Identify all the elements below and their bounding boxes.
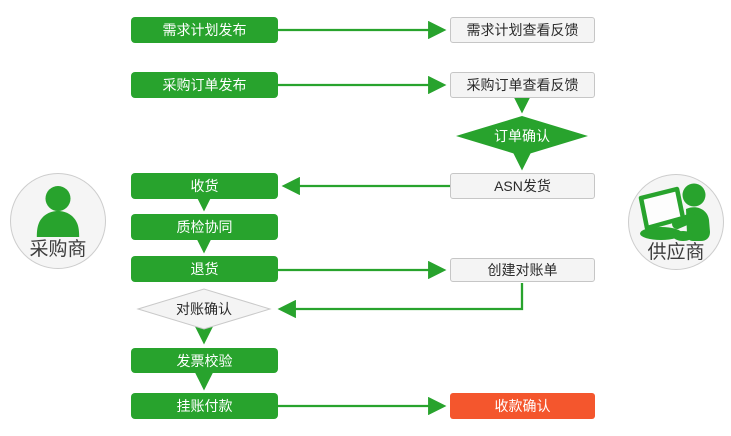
arrow-statement-to-reconcile xyxy=(277,283,524,319)
node-receipt-confirm: 收款确认 xyxy=(450,393,595,419)
node-payment: 挂账付款 xyxy=(131,393,278,419)
person-icon xyxy=(34,186,82,238)
node-asn-ship: ASN发货 xyxy=(450,173,595,199)
node-receive-goods: 收货 xyxy=(131,173,278,199)
node-demand-plan-feedback: 需求计划查看反馈 xyxy=(450,17,595,43)
order-confirm-label: 订单确认 xyxy=(494,128,550,144)
node-po-feedback: 采购订单查看反馈 xyxy=(450,72,595,98)
supplier-label: 供应商 xyxy=(647,242,705,263)
node-quality-check: 质检协同 xyxy=(131,214,278,240)
buyer-label: 采购商 xyxy=(29,239,87,260)
supplier-actor: 供应商 xyxy=(628,174,724,270)
buyer-actor: 采购商 xyxy=(10,173,106,269)
node-create-statement: 创建对账单 xyxy=(450,258,595,282)
reconcile-confirm-diamond xyxy=(136,288,272,330)
node-invoice-verify: 发票校验 xyxy=(131,348,278,373)
reconcile-confirm-label: 对账确认 xyxy=(176,301,232,317)
node-return-goods: 退货 xyxy=(131,256,278,282)
node-demand-plan-publish: 需求计划发布 xyxy=(131,17,278,43)
order-confirm-diamond xyxy=(456,116,588,156)
person-laptop-icon xyxy=(638,183,714,241)
node-po-publish: 采购订单发布 xyxy=(131,72,278,98)
